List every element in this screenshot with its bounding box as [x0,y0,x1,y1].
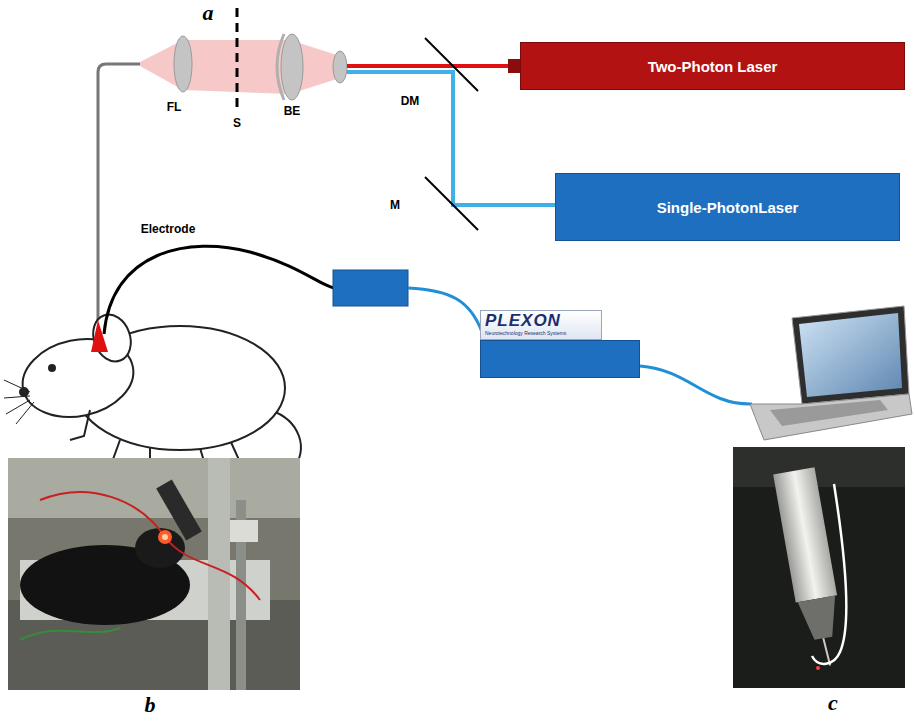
mirror [425,177,478,230]
beam-expander-lens [281,34,303,100]
recording-system-box: PLEXONNeurotechnology Research Systems [480,310,640,378]
panel-letter: b [145,692,156,718]
panel-letter: c [828,690,838,716]
laser-box: Two-Photon Laser [520,42,905,90]
laptop-icon [750,306,912,440]
small-lens [333,51,347,83]
laser-beam-cone [140,40,340,94]
part-label: DM [401,94,420,108]
usb-cable [640,366,752,404]
photo-optrode [733,447,905,688]
brand-name: PLEXON [485,312,561,330]
part-label: BE [284,104,301,118]
headstage-box [333,270,408,306]
box-title: Two-Photon Laser [648,58,778,75]
electrode-cable [104,246,334,334]
part-label: S [233,116,241,130]
laser-box: Single-PhotonLaser [555,173,900,241]
mouse-drawing [4,309,301,477]
single-photon-beam [347,72,555,205]
focus-lens [174,36,192,92]
logo-panel: PLEXONNeurotechnology Research Systems [480,310,602,340]
dichroic-mirror [425,38,478,91]
data-cable [408,288,482,332]
shutter [236,8,239,112]
device-body [480,340,640,378]
part-label: FL [167,100,182,114]
brand-tagline: Neurotechnology Research Systems [485,330,566,336]
box-title: Single-PhotonLaser [657,199,799,216]
part-label: Electrode [141,222,196,236]
two-photon-beam [347,64,514,68]
part-label: M [390,198,400,212]
photo-mouse-setup [8,458,300,690]
panel-letter: a [203,0,214,26]
